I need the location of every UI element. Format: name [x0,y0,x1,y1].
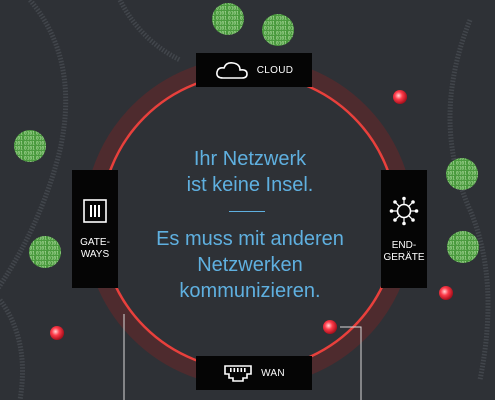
binary-ball [212,3,244,35]
node-cloud[interactable]: CLOUD [196,53,312,87]
headline-line: Es muss mit anderen [156,228,344,250]
node-label: END- GERÄTE [383,239,425,263]
data-packet [323,320,337,334]
binary-balls [14,3,479,268]
node-gateways[interactable]: GATE- WAYS [72,170,118,288]
gateway-icon [82,198,108,227]
binary-ball [446,158,478,190]
node-endgeraete[interactable]: END- GERÄTE [381,170,427,288]
data-packet [439,286,453,300]
node-wan[interactable]: WAN [196,356,312,390]
cloud-icon [215,60,249,80]
headline-line: ist keine Insel. [186,174,314,196]
node-label: WAN [261,367,285,379]
ring-glow [84,57,414,387]
binary-ball [447,231,479,263]
divider [229,211,265,212]
node-label: GATE- WAYS [80,236,110,260]
data-packet [393,90,407,104]
ethernet-port-icon [223,363,253,383]
binary-ball [262,14,294,46]
headline-island: Ihr Netzwerk ist keine Insel. [120,146,380,198]
data-packet [50,326,64,340]
ring [99,72,399,372]
data-packets [50,90,453,340]
headline-line: Ihr Netzwerk [193,148,307,170]
binary-ball [29,236,61,268]
node-label: CLOUD [256,64,294,76]
binary-ball [14,130,46,162]
headline-line: Netzwerken [197,254,303,276]
hub-icon [388,195,420,230]
headline-communicate: Es muss mit anderen Netzwerken kommunizi… [120,226,380,304]
headline-line: kommunizieren. [179,280,321,302]
connector-lines [123,314,362,400]
